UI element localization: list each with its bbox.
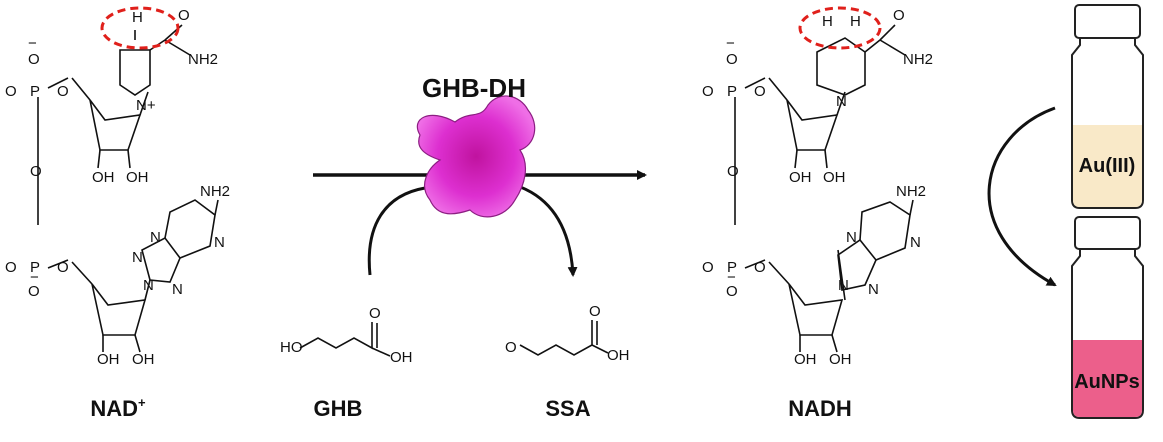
label-nad-text: NAD xyxy=(90,396,138,421)
vial-pink-label: AuNPs xyxy=(1074,371,1140,393)
atom-oh: OH xyxy=(794,351,817,368)
atom-n: N xyxy=(143,277,154,294)
atom-o: O xyxy=(57,83,69,100)
atom-o: O xyxy=(5,259,17,276)
atom-o: O xyxy=(893,7,905,24)
atom-oh: OH xyxy=(92,169,115,186)
atom-oh: OH xyxy=(823,169,846,186)
atom-p: P xyxy=(30,83,40,100)
atom-nh2: NH2 xyxy=(200,183,230,200)
atom-oh: OH xyxy=(126,169,149,186)
ssa-structure xyxy=(519,320,609,356)
atom-oh: OH xyxy=(97,351,120,368)
atom-o: O xyxy=(178,7,190,24)
atom-n: N xyxy=(132,249,143,266)
atom-o: O xyxy=(726,283,738,300)
label-nadh: NADH xyxy=(788,396,852,421)
atom-h: H xyxy=(850,13,861,30)
atom-o: O xyxy=(702,83,714,100)
atom-n-plus: N+ xyxy=(136,97,156,114)
ghb-oh: OH xyxy=(390,349,413,366)
atom-n: N xyxy=(214,234,225,251)
atom-minus: − xyxy=(28,35,37,52)
label-ssa: SSA xyxy=(545,396,590,421)
label-nad: NAD+ xyxy=(90,395,146,421)
atom-n: N xyxy=(846,229,857,246)
atom-h: H xyxy=(132,9,143,26)
enzyme-label: GHB-DH xyxy=(422,73,526,103)
atom-o: O xyxy=(28,283,40,300)
atom-n: N xyxy=(836,93,847,110)
atom-p: P xyxy=(727,83,737,100)
ssa-o2: O xyxy=(589,303,601,320)
atom-o: O xyxy=(30,163,42,180)
atom-nh2: NH2 xyxy=(903,51,933,68)
atom-o: O xyxy=(727,163,739,180)
ghb-o: O xyxy=(369,305,381,322)
atom-h: H xyxy=(822,13,833,30)
ghb-input-arrow xyxy=(367,186,426,276)
atom-minus: − xyxy=(727,269,736,286)
nadh-structure xyxy=(734,24,914,353)
atom-oh: OH xyxy=(132,351,155,368)
ssa-oh: OH xyxy=(607,347,630,364)
ssa-o: O xyxy=(505,339,517,356)
ghb-structure xyxy=(299,322,391,357)
nad-atoms: − O O P O O O P O O − H N+ O NH2 OH OH N… xyxy=(5,7,230,368)
vial-gold xyxy=(1071,4,1144,209)
enzyme-blob xyxy=(416,95,536,218)
vial-gold-label: Au(III) xyxy=(1079,155,1136,177)
vial-pink xyxy=(1071,216,1144,419)
atom-n: N xyxy=(172,281,183,298)
ghb-ho: HO xyxy=(280,339,303,356)
atom-oh: OH xyxy=(829,351,852,368)
atom-minus: − xyxy=(726,35,735,52)
atom-o: O xyxy=(5,83,17,100)
atom-o: O xyxy=(28,51,40,68)
highlight-circle-nadh xyxy=(798,6,882,50)
vial-conversion-arrow xyxy=(987,106,1057,287)
label-nad-sup: + xyxy=(138,395,146,410)
atom-oh: OH xyxy=(789,169,812,186)
nad-structure xyxy=(37,24,219,353)
atom-n: N xyxy=(910,234,921,251)
nadh-atoms: − O O P O O O P O O − H H N O NH2 OH OH … xyxy=(702,7,933,368)
atom-n: N xyxy=(838,277,849,294)
atom-o: O xyxy=(57,259,69,276)
atom-o: O xyxy=(702,259,714,276)
atom-p: P xyxy=(727,259,737,276)
ssa-output-arrow xyxy=(514,183,578,277)
atom-nh2: NH2 xyxy=(896,183,926,200)
atom-o: O xyxy=(726,51,738,68)
atom-o: O xyxy=(754,83,766,100)
atom-p: P xyxy=(30,259,40,276)
atom-nh2: NH2 xyxy=(188,51,218,68)
atom-n: N xyxy=(150,229,161,246)
highlight-circle-nad xyxy=(100,6,180,50)
atom-minus: − xyxy=(30,269,39,286)
label-ghb: GHB xyxy=(314,396,363,421)
atom-n: N xyxy=(868,281,879,298)
atom-o: O xyxy=(754,259,766,276)
